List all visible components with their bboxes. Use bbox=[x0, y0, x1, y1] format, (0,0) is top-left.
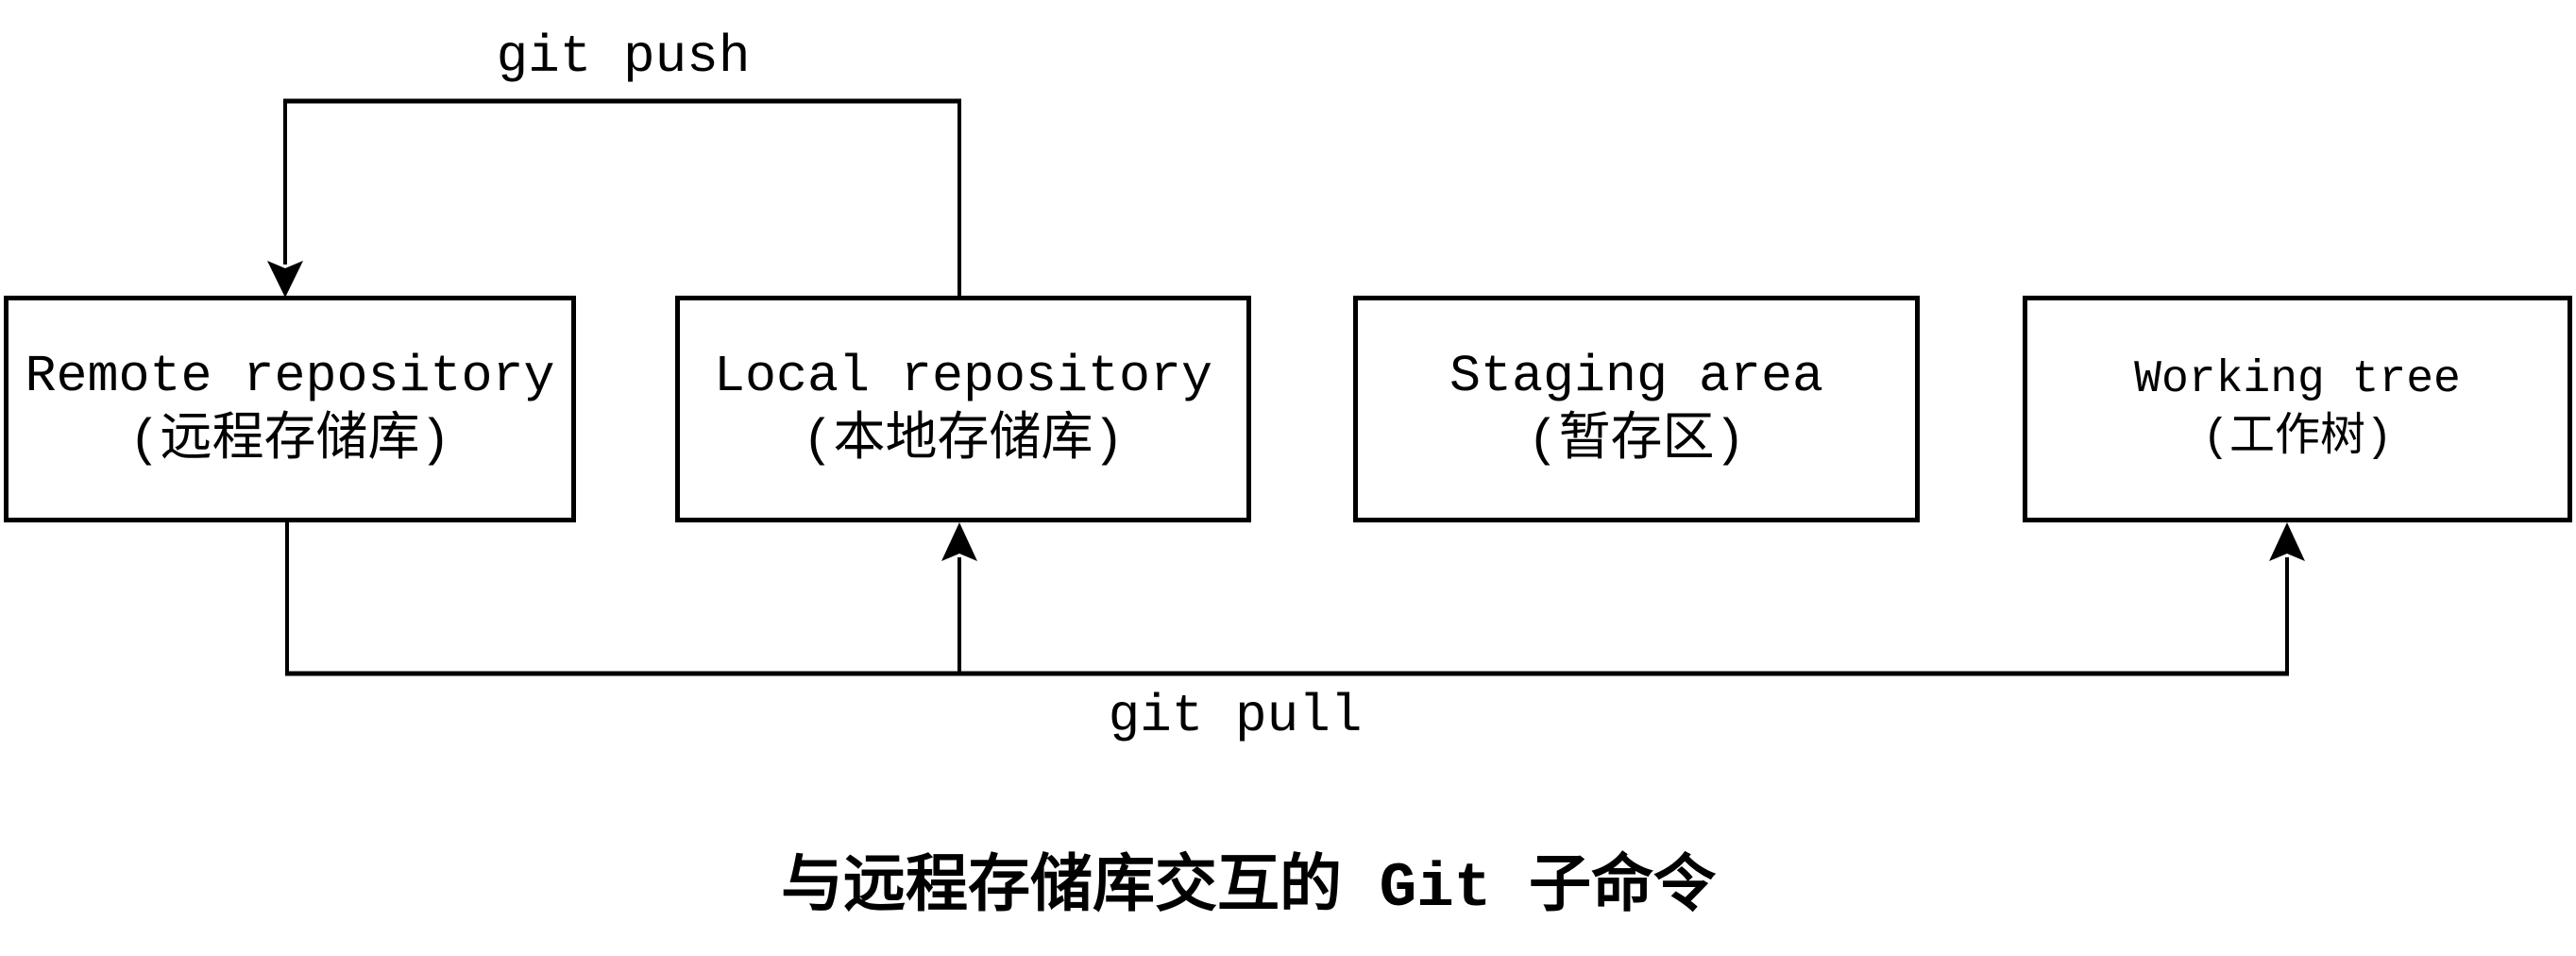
node-local-repository: Local repository (本地存储库) bbox=[675, 296, 1251, 522]
git-push-label: git push bbox=[496, 26, 751, 87]
staging-area-label-en: Staging area bbox=[1449, 347, 1824, 406]
working-tree-label-zh: (工作树) bbox=[2202, 413, 2393, 464]
node-staging-area: Staging area (暂存区) bbox=[1353, 296, 1920, 522]
working-tree-label-en: Working tree bbox=[2134, 354, 2461, 405]
local-repository-label-zh: (本地存储库) bbox=[802, 411, 1125, 470]
local-repository-label-en: Local repository bbox=[713, 347, 1213, 406]
node-remote-repository: Remote repository (远程存储库) bbox=[4, 296, 576, 522]
git-pull-arrow bbox=[285, 522, 2305, 676]
staging-area-label-zh: (暂存区) bbox=[1527, 411, 1746, 470]
remote-repository-label-zh: (远程存储库) bbox=[128, 411, 451, 470]
git-pull-label: git pull bbox=[1108, 686, 1363, 746]
remote-repository-label-en: Remote repository bbox=[25, 347, 555, 406]
pull-arrowhead-working bbox=[2269, 522, 2305, 561]
push-arrowhead bbox=[267, 261, 303, 298]
node-working-tree: Working tree (工作树) bbox=[2023, 296, 2572, 522]
diagram-title: 与远程存储库交互的 Git 子命令 bbox=[780, 853, 1717, 924]
pull-arrowhead-local bbox=[941, 522, 977, 561]
git-push-arrow bbox=[267, 98, 961, 298]
